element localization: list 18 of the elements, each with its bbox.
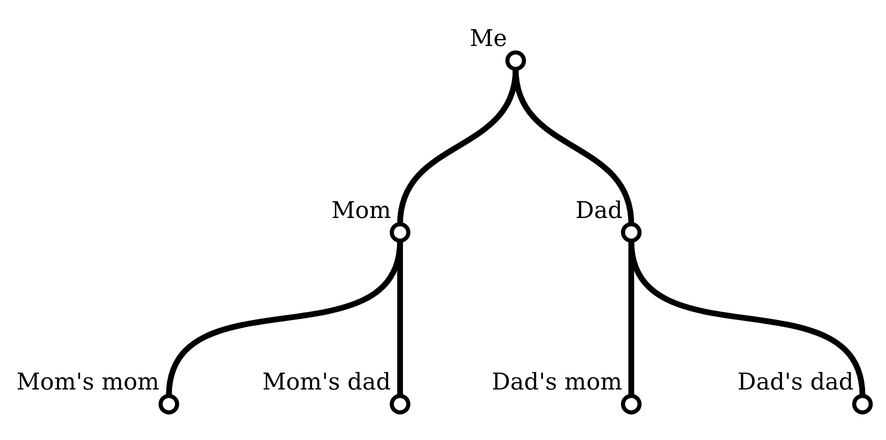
node-label: Mom's dad (262, 370, 391, 396)
node-circle (390, 394, 410, 414)
node-circle (505, 50, 526, 71)
connector (397, 240, 403, 396)
connector (512, 68, 634, 224)
node-circle (620, 222, 642, 243)
connector (166, 240, 403, 396)
node-label: Me (470, 26, 508, 52)
node-circle (852, 394, 873, 414)
node-circle (620, 394, 642, 414)
node-label: Mom (332, 198, 392, 224)
node-label: Dad (576, 198, 623, 224)
connector (628, 240, 866, 396)
node-circle (390, 222, 410, 243)
node-label: Dad's dad (738, 370, 854, 396)
node-circle (158, 394, 180, 414)
node-label: Mom's mom (16, 370, 160, 396)
node-label: Dad's mom (492, 370, 622, 396)
